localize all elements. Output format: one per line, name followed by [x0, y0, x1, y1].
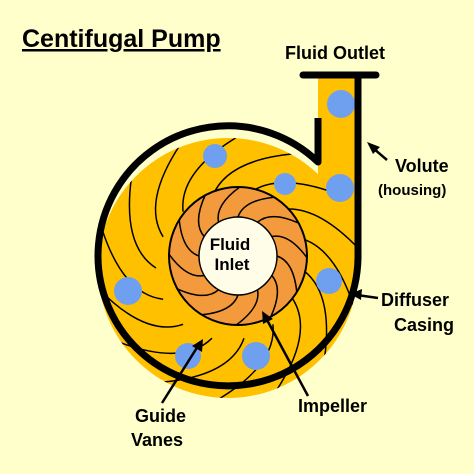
volute-arrowhead	[367, 142, 380, 154]
volute-sublabel: (housing)	[378, 182, 446, 199]
diffuser-label-line1: Diffuser	[381, 290, 449, 310]
fluid-bubble	[326, 174, 354, 202]
impeller-blade	[168, 253, 205, 277]
impeller-blade	[201, 294, 239, 316]
impeller-blade	[270, 275, 279, 317]
guide-vane	[182, 135, 239, 212]
diffuser-label-line2: Casing	[394, 315, 454, 335]
volute-label: Volute	[395, 156, 449, 176]
impeller-blade	[177, 288, 219, 297]
fluid-bubble	[203, 144, 227, 168]
guide-vanes-label-line1: Guide	[135, 406, 186, 426]
impeller-blade	[217, 186, 241, 223]
guide-vane	[128, 177, 157, 269]
impeller-blade	[271, 235, 308, 259]
impeller-blade	[178, 219, 200, 257]
fluid-bubble	[114, 277, 142, 305]
diffuser-arrowhead	[350, 289, 362, 300]
guide-vanes-arrowhead	[192, 339, 203, 352]
guide-vanes-label-line2: Vanes	[131, 430, 183, 450]
fluid-outlet-label: Fluid Outlet	[285, 43, 385, 63]
diagram-title: Centifugal Pump	[22, 25, 221, 53]
casing-outline	[94, 78, 362, 390]
impeller	[168, 186, 308, 326]
guide-vane	[275, 298, 302, 392]
guide-vane	[154, 144, 181, 238]
impeller-arrow	[264, 317, 310, 397]
impeller-blade	[197, 195, 206, 237]
impeller-blade	[237, 196, 275, 218]
label-arrows	[160, 142, 388, 404]
impeller-arrowhead	[262, 311, 273, 324]
impeller-label: Impeller	[298, 396, 367, 416]
inlet-label-line2: Inlet	[215, 255, 250, 274]
impeller-blade	[257, 215, 299, 224]
guide-vanes-arrow	[160, 345, 200, 404]
inlet-eye	[198, 216, 278, 296]
fluid-bubble	[327, 90, 355, 118]
fluid-bubble	[274, 173, 296, 195]
impeller-blade	[276, 255, 298, 293]
inlet-label-line1: Fluid	[210, 235, 251, 254]
fluid-bubble	[316, 268, 342, 294]
impeller-blade	[235, 289, 259, 326]
fluid-bubble	[242, 342, 270, 370]
